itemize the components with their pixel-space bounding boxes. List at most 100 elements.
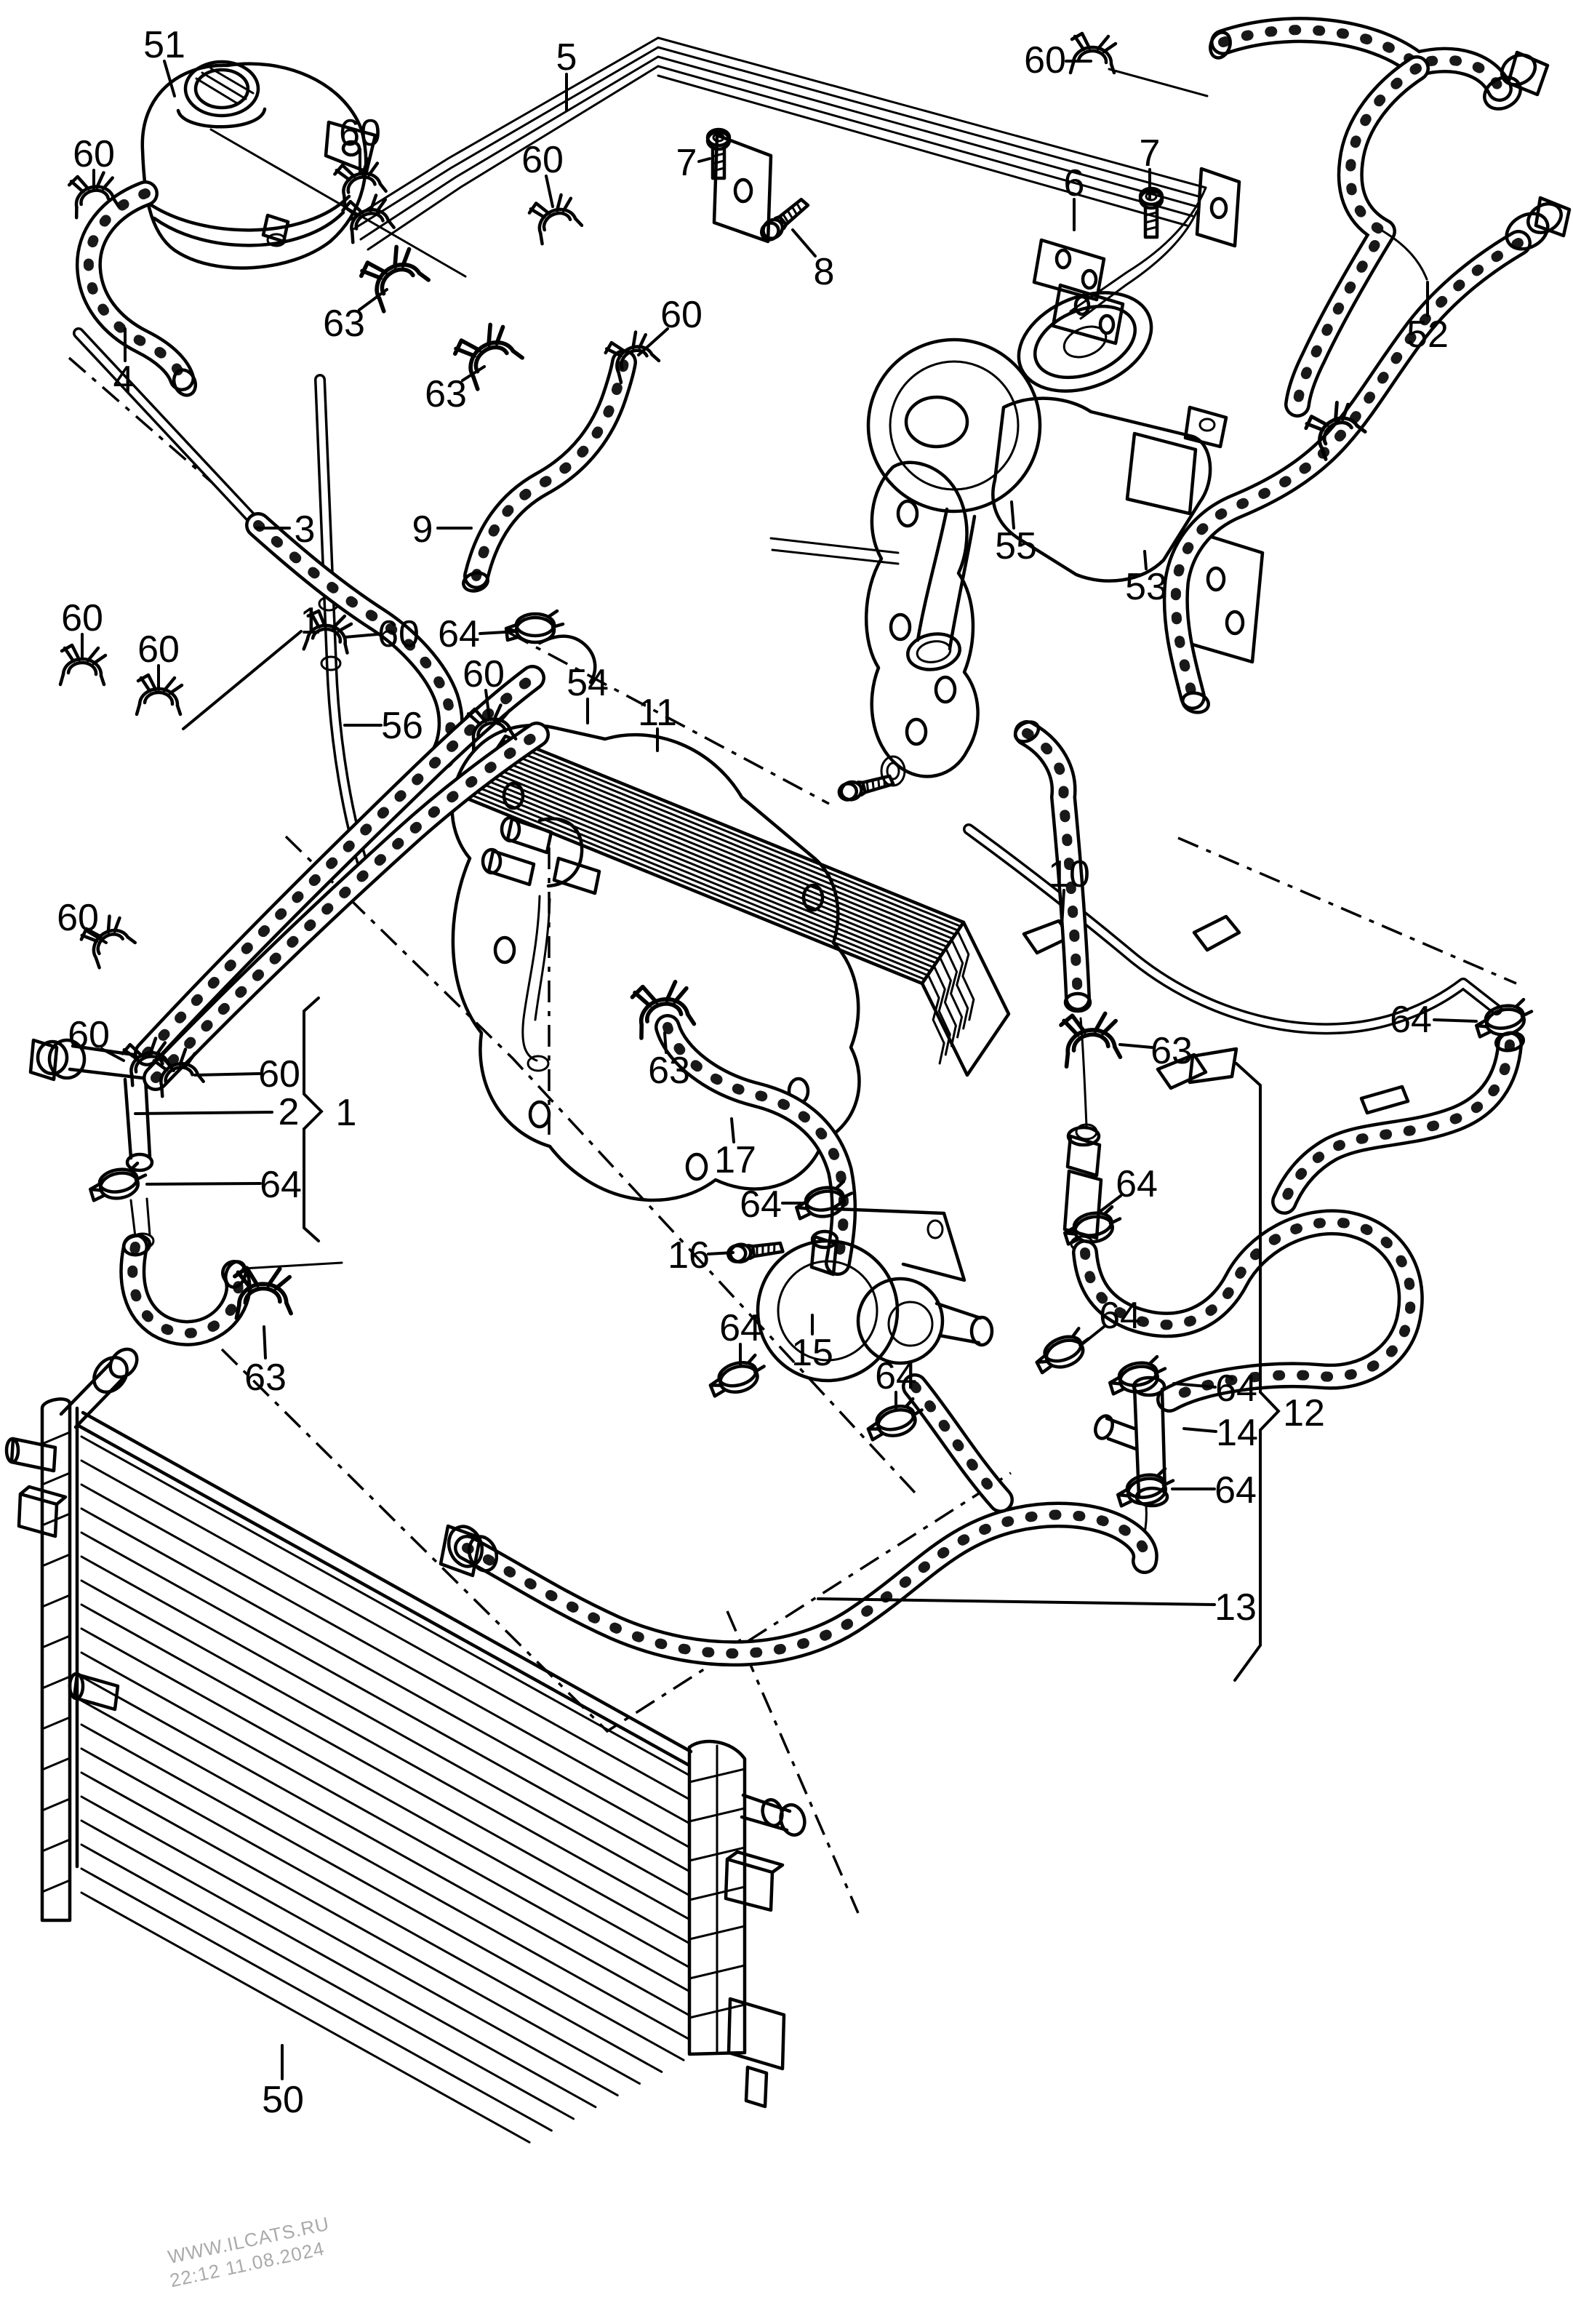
callout-14-leader (1182, 1427, 1217, 1433)
callout-64-j-leader (145, 1182, 262, 1186)
radiator-fin (80, 1555, 691, 1897)
flange-gaskets-6 (1032, 238, 1125, 346)
callout-1-a-leader (182, 630, 303, 730)
callout-53-label: 53 (1125, 566, 1167, 608)
callout-2-leader (134, 1111, 273, 1115)
cooler-rib (471, 783, 932, 973)
callout-63-e-label: 63 (244, 1357, 287, 1399)
tank-hatch (41, 1838, 71, 1853)
radiator-fin (80, 1819, 597, 2109)
callout-3-label: 3 (295, 508, 316, 551)
clamp-cage-icon (1062, 1206, 1123, 1247)
callout-63-e-leader (263, 1325, 267, 1359)
u-hose-assembly-1 (119, 1234, 343, 1346)
tank-hatch (41, 1553, 71, 1568)
radiator-fin (80, 1531, 691, 1873)
cooler-rib (493, 751, 954, 940)
radiator-fin (80, 1867, 553, 2132)
radiator-fin (80, 1795, 619, 2097)
radiator-fin (80, 1483, 691, 1825)
bracket-1 (303, 997, 324, 1242)
radiator-fin (80, 1603, 691, 1945)
callout-17-leader (730, 1117, 735, 1143)
callout-64-a-label: 64 (438, 613, 480, 655)
clamp-cage-icon (1107, 1356, 1168, 1397)
bracket-12 (1233, 1062, 1281, 1682)
hose-52 (1209, 17, 1550, 418)
radiator-fin (80, 1891, 531, 2144)
callout-56-label: 56 (381, 705, 423, 747)
callout-63-a-leader (358, 288, 388, 311)
cooler-rib (482, 767, 943, 957)
turbocharger (769, 291, 1265, 787)
hose-12-vertical (1013, 720, 1424, 1413)
callout-64-c-leader (1098, 1194, 1122, 1213)
callout-14-label: 14 (1216, 1412, 1258, 1454)
tank-hatch (688, 1925, 746, 1941)
hardware-layer (60, 33, 1534, 1509)
callout-2-label: 2 (279, 1091, 300, 1133)
coolant-pipes-5 (349, 36, 1241, 320)
tank-hatch (41, 1594, 71, 1608)
callout-51-label: 51 (143, 24, 185, 66)
tank-hatch (41, 1634, 71, 1649)
hose-13 (439, 1373, 1158, 1667)
callout-4-label: 4 (113, 359, 135, 401)
callout-15-label: 15 (791, 1332, 833, 1374)
callout-50-label: 50 (262, 2079, 304, 2121)
radiator-fin (80, 1723, 685, 2061)
radiator-fin (80, 1627, 691, 1969)
pipe-10 (963, 823, 1502, 1090)
callout-6-label: 6 (1064, 162, 1085, 204)
cooler-rib (496, 747, 957, 936)
callout-16-leader (707, 1251, 735, 1255)
radiator-fin (80, 1579, 691, 1921)
callout-60-k-leader (100, 1047, 125, 1062)
tank-hatch (688, 1964, 746, 1980)
callout-7-a-leader (697, 157, 711, 163)
tank-hatch (41, 1879, 71, 1893)
callout-8-leader (791, 228, 817, 257)
callout-64-g-leader (1081, 1325, 1105, 1346)
callout-63-b-leader (461, 365, 486, 382)
tank-hatch (688, 2003, 746, 2019)
callout-64-h-leader (1172, 1382, 1217, 1389)
callout-64-i-label: 64 (1214, 1469, 1257, 1512)
radiator-fin (80, 1771, 641, 2085)
screw-icon (837, 772, 894, 803)
callout-63-d-leader (663, 1031, 668, 1054)
callout-60-c-label: 60 (73, 133, 115, 175)
cooler-rib (473, 780, 934, 969)
callout-63-b-label: 63 (425, 373, 467, 415)
callout-13-leader (817, 1597, 1216, 1606)
callout-7-a-label: 7 (676, 142, 697, 184)
callout-10-label: 10 (1048, 853, 1090, 895)
callout-64-a-leader (479, 630, 519, 635)
callout-1-a-label: 1 (300, 600, 321, 642)
clamp-spring-icon (1070, 33, 1116, 73)
callout-64-c-label: 64 (1116, 1163, 1158, 1205)
bracket-layer: 112 (303, 997, 1325, 1682)
callout-9-label: 9 (412, 508, 433, 551)
callout-63-d-label: 63 (648, 1050, 690, 1092)
hose-17 (655, 1014, 857, 1276)
tank-hatch (688, 1846, 746, 1862)
callout-64-e-label: 64 (719, 1307, 761, 1349)
radiator-fin (80, 1675, 691, 2017)
callout-63-c-label: 63 (1150, 1030, 1193, 1072)
cooler-rib (490, 755, 951, 944)
callout-55-leader (1010, 500, 1015, 530)
callout-55-label: 55 (995, 525, 1037, 567)
water-pump-15 (756, 1207, 994, 1383)
section-boundary-lines (68, 356, 1517, 1914)
cooler-end-fin (932, 965, 951, 1056)
callout-64-b-label: 64 (1390, 999, 1432, 1041)
bracket-12-label: 12 (1283, 1392, 1325, 1434)
callout-11-label: 11 (638, 692, 677, 734)
callout-60-h-label: 60 (377, 613, 420, 655)
tank-hatch (688, 1807, 746, 1823)
callout-60-j-label: 60 (57, 897, 99, 939)
radiator-50 (4, 1347, 806, 2144)
